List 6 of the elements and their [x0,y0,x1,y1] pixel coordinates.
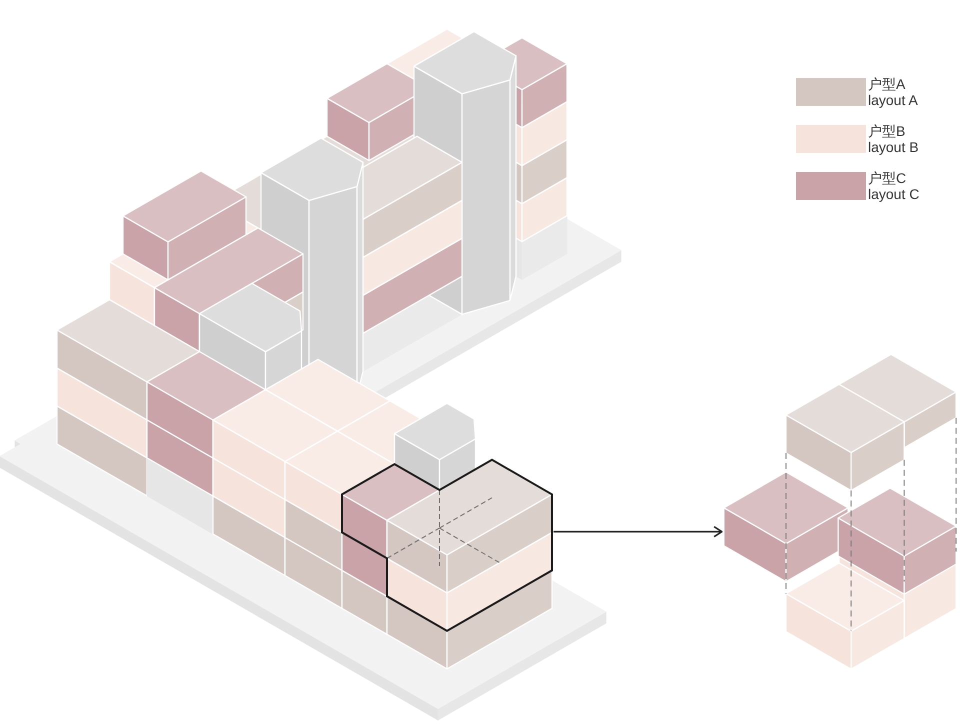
legend-label: 户型B layout B [868,123,920,155]
legend-label: 户型A layout A [868,76,919,108]
arrow [554,526,723,538]
highlighted-unit-outline [341,458,553,632]
legend-label: 户型C layout C [868,170,920,202]
exploded-unit-drawing [723,354,957,670]
